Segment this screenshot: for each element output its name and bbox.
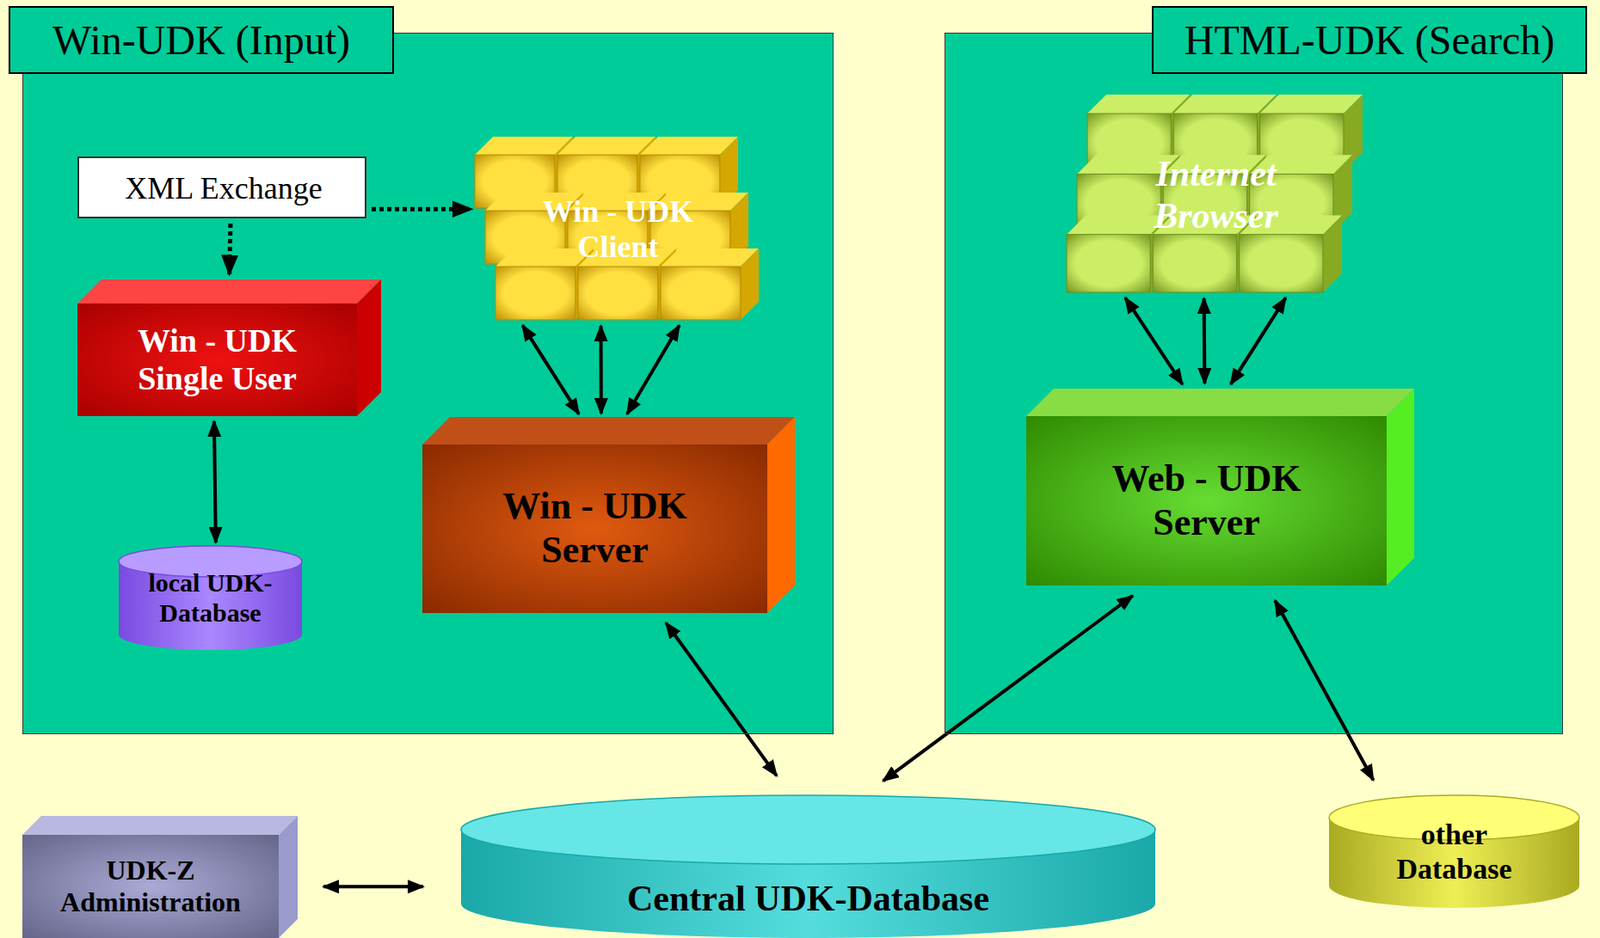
node-label: Internet Browser bbox=[1126, 153, 1307, 237]
cube-front bbox=[578, 266, 659, 320]
cube-front bbox=[660, 266, 741, 320]
text-area: UDK-Z Administration bbox=[22, 835, 279, 938]
admin-box: UDK-Z Administration bbox=[22, 816, 298, 938]
database-cylinder: local UDK-Database bbox=[118, 546, 302, 651]
node-label: XML Exchange bbox=[124, 171, 323, 207]
dotted-arrow bbox=[229, 223, 231, 275]
panel-fill bbox=[944, 32, 1564, 735]
search-panel: HTML-UDK (Search)Internet BrowserWeb - U… bbox=[944, 32, 1564, 735]
text-area: Win - UDK Single User bbox=[77, 303, 357, 417]
double-arrow bbox=[1202, 298, 1207, 384]
single-user-box: Win - UDK Single User bbox=[77, 279, 382, 417]
cube-side bbox=[1323, 215, 1342, 293]
exchange-box: XML Exchange bbox=[77, 156, 367, 219]
node-label: other Database bbox=[1381, 818, 1528, 886]
cylinder-top bbox=[461, 795, 1156, 865]
box-side-face bbox=[1386, 388, 1415, 586]
cylinder-body bbox=[118, 561, 302, 651]
browser-group: Internet Browser bbox=[1066, 94, 1366, 296]
double-arrow bbox=[522, 325, 579, 414]
box-top-face bbox=[77, 279, 382, 304]
node-label: local UDK-Database bbox=[118, 568, 302, 628]
double-arrow bbox=[883, 596, 1133, 782]
database-cylinder: Central UDK-Database bbox=[461, 795, 1156, 938]
cube-front bbox=[1239, 234, 1324, 293]
text-area: Win - UDK Client bbox=[474, 136, 762, 323]
panel-heading: HTML-UDK (Search) bbox=[1184, 16, 1556, 64]
server-box: Win - UDK Server bbox=[422, 417, 795, 614]
node-label: Win - UDK Client bbox=[523, 194, 714, 266]
box-side-face bbox=[767, 417, 795, 614]
box-front-face bbox=[422, 444, 768, 614]
box-front-face bbox=[1026, 416, 1387, 586]
text-area: XML Exchange bbox=[79, 158, 369, 221]
box-side-face bbox=[356, 279, 382, 417]
panel-fill bbox=[22, 32, 834, 735]
double-arrow bbox=[1274, 601, 1373, 782]
box-side-face bbox=[278, 816, 298, 938]
box-front-face bbox=[77, 303, 357, 417]
box-front-face bbox=[22, 835, 279, 938]
text-area: other Database bbox=[1329, 795, 1580, 909]
text-area: local UDK-Database bbox=[118, 546, 302, 651]
double-arrow bbox=[1230, 297, 1287, 385]
node-label: Win - UDK Single User bbox=[118, 322, 317, 398]
cube-front bbox=[1152, 234, 1237, 293]
dotted-arrow bbox=[371, 207, 472, 212]
panel-heading: Win-UDK (Input) bbox=[52, 16, 351, 64]
node-shape bbox=[1066, 94, 1366, 296]
double-arrow bbox=[1125, 297, 1182, 385]
node-label: UDK-Z Administration bbox=[47, 855, 254, 919]
server-box: Web - UDK Server bbox=[1026, 388, 1415, 586]
cube-front bbox=[495, 266, 576, 320]
box-top-face bbox=[422, 417, 795, 445]
text-area: Central UDK-Database bbox=[461, 864, 1156, 934]
double-arrow bbox=[665, 622, 777, 776]
double-arrow bbox=[214, 421, 216, 543]
cube-side bbox=[740, 248, 759, 320]
panel-tab: HTML-UDK (Search) bbox=[1151, 6, 1588, 74]
client-group: Win - UDK Client bbox=[474, 136, 762, 323]
panel-tab: Win-UDK (Input) bbox=[8, 6, 394, 74]
text-area: Web - UDK Server bbox=[1026, 416, 1387, 586]
box-top-face bbox=[1026, 388, 1415, 417]
box-top-face bbox=[22, 816, 298, 836]
double-arrow bbox=[599, 326, 604, 414]
text-area: Win - UDK Server bbox=[422, 444, 768, 614]
database-cylinder: other Database bbox=[1329, 795, 1580, 909]
input-panel: Win-UDK (Input)XML ExchangeWin - UDK Cli… bbox=[22, 32, 834, 735]
node-label: Win - UDK Server bbox=[483, 485, 708, 573]
node-label: Web - UDK Server bbox=[1090, 457, 1324, 545]
node-shape bbox=[1329, 795, 1580, 909]
text-area: Internet Browser bbox=[1066, 94, 1366, 296]
double-arrow bbox=[323, 885, 424, 889]
node-label: Central UDK-Database bbox=[627, 878, 990, 920]
cube-front bbox=[1066, 234, 1151, 293]
double-arrow bbox=[627, 325, 680, 414]
